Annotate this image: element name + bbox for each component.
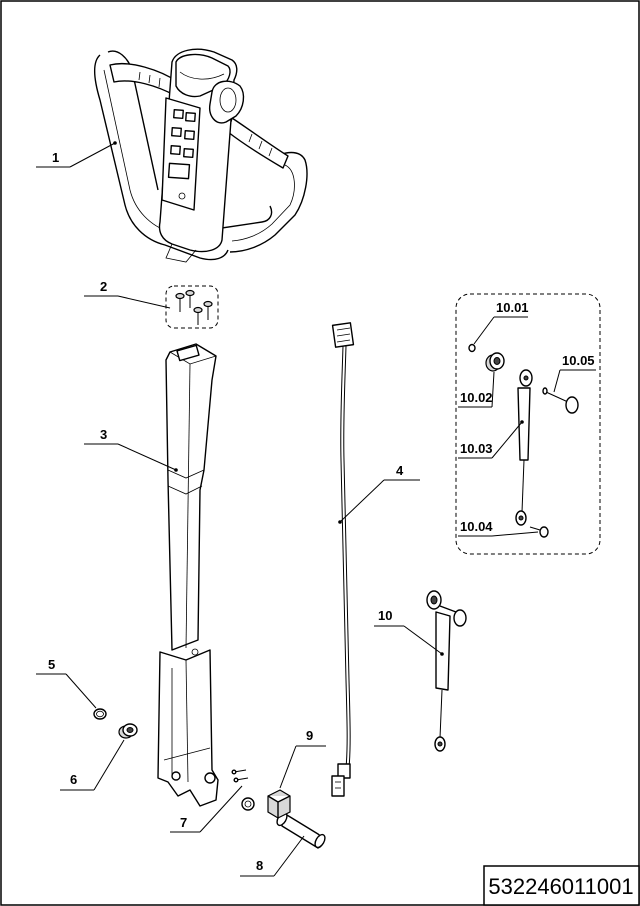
callout-10: 10 bbox=[378, 608, 392, 623]
document-number-box bbox=[483, 865, 640, 906]
part-3-tiller-tube bbox=[157, 343, 219, 807]
callout-2: 2 bbox=[100, 279, 107, 294]
document-number: 532246011001 bbox=[488, 874, 633, 899]
callout-9: 9 bbox=[306, 728, 313, 743]
callout-10-05: 10.05 bbox=[562, 353, 595, 368]
callout-7: 7 bbox=[180, 815, 187, 830]
part-2-screw-set bbox=[165, 285, 219, 329]
callout-10-04: 10.04 bbox=[460, 519, 493, 534]
callout-4: 4 bbox=[396, 463, 404, 478]
part-1-handle-head bbox=[94, 48, 308, 263]
part-10-gas-spring bbox=[426, 590, 467, 752]
part-9-mounting-block bbox=[267, 789, 291, 819]
part-5-circlip bbox=[93, 708, 107, 720]
part-8-axle-pin bbox=[276, 811, 326, 849]
callout-1: 1 bbox=[52, 150, 59, 165]
callout-6: 6 bbox=[70, 772, 77, 787]
callout-5: 5 bbox=[48, 657, 55, 672]
callout-8: 8 bbox=[256, 858, 263, 873]
part-6-bushing bbox=[118, 723, 138, 739]
detail-box-gas-spring-parts bbox=[455, 293, 601, 555]
leader-1-arrow bbox=[69, 142, 116, 168]
callout-10-01: 10.01 bbox=[496, 300, 529, 315]
part-4-cable-harness bbox=[331, 322, 355, 797]
part-7-pins bbox=[231, 769, 255, 811]
callout-10-03: 10.03 bbox=[460, 441, 493, 456]
callout-10-02: 10.02 bbox=[460, 390, 493, 405]
callout-3: 3 bbox=[100, 427, 107, 442]
